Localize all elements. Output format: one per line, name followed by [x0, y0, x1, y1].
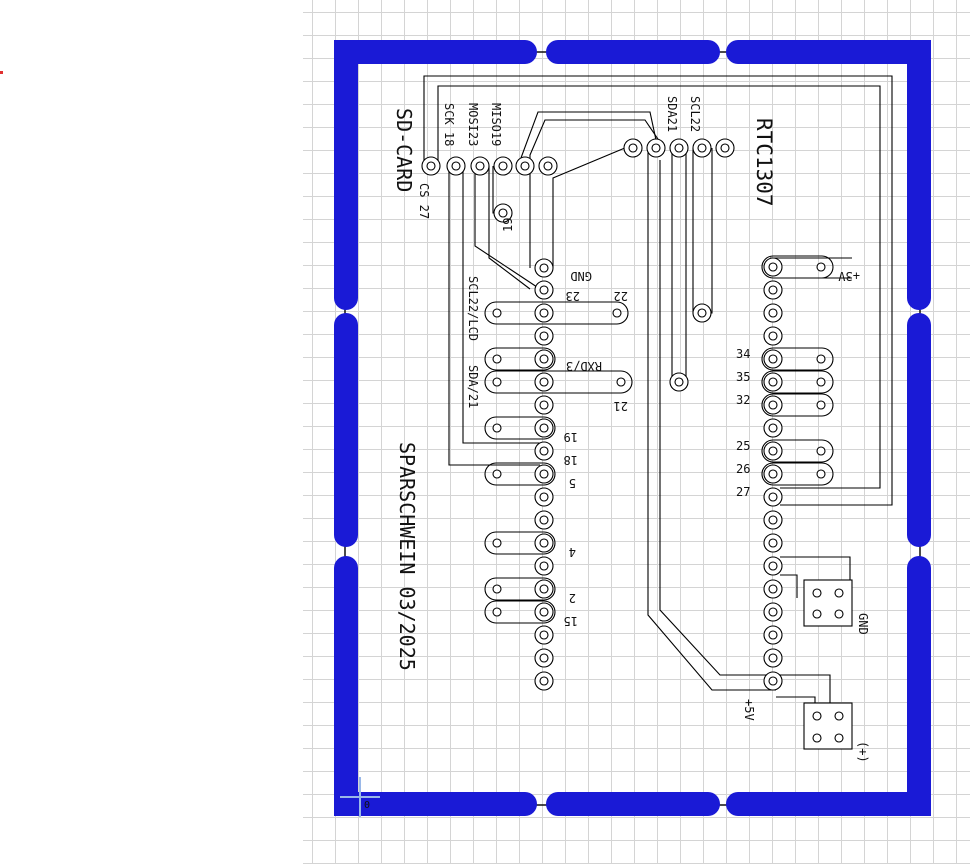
label-plus-connector: (+) [856, 741, 870, 763]
power-connector [803, 702, 853, 750]
sd-card-label: SD-CARD [392, 108, 416, 192]
copper-segment-top-right [726, 40, 931, 310]
copper-segment-bottom-right [726, 556, 931, 816]
label-scl22-lcd: SCL22/LCD [466, 276, 480, 341]
trace-gnd [529, 119, 663, 268]
pin-label-cs27: CS 27 [417, 183, 431, 219]
copper-border [334, 40, 931, 816]
right-header-pads [763, 257, 783, 691]
label-35: 35 [736, 370, 750, 384]
copper-segment-bottom-left [334, 556, 537, 816]
label-plus3v: +3V [838, 269, 860, 283]
connector-blocks [803, 579, 853, 750]
copper-segment-top-left [334, 40, 537, 310]
gnd-connector [803, 579, 853, 627]
right-pad-pairs [761, 255, 834, 486]
label-23: 23 [566, 289, 580, 303]
left-pad-pairs [484, 301, 633, 624]
trace-sda21 [647, 148, 776, 691]
pin-label-scl22: SCL22 [688, 96, 702, 132]
label-25: 25 [736, 439, 750, 453]
label-4: 4 [569, 545, 576, 559]
labels-rotated: 19 23 GND 22 RXD/3 21 19 18 5 4 2 15 +3V… [501, 218, 860, 628]
label-2: 2 [569, 591, 576, 605]
label-27: 27 [736, 485, 750, 499]
pin-label-miso19: MISO19 [489, 103, 503, 146]
sd-card-pads [421, 156, 558, 223]
trace-sck18 [448, 166, 540, 466]
label-19: 19 [564, 430, 578, 444]
label-gnd-connector: GND [856, 613, 870, 635]
pin-label-mosi23: MOSI23 [466, 103, 480, 146]
pin-label-sck18: SCK 18 [442, 103, 456, 146]
pin-label-sda21: SDA21 [665, 96, 679, 132]
label-rxd3: RXD/3 [566, 359, 602, 373]
label-15: 15 [564, 614, 578, 628]
rtc-pads [623, 138, 735, 392]
origin-label: 0 [364, 800, 370, 811]
label-34: 34 [736, 347, 750, 361]
label-21: 21 [614, 399, 628, 413]
board-title: SPARSCHWEIN 03/2025 [395, 442, 419, 671]
left-header-pads [534, 258, 554, 691]
cursor-marker [0, 71, 3, 74]
label-19-top: 19 [501, 218, 515, 232]
rtc-label: RTC1307 [752, 118, 776, 207]
label-26: 26 [736, 462, 750, 476]
label-22: 22 [614, 289, 628, 303]
trace-mosi23 [474, 166, 541, 290]
label-gnd: GND [570, 269, 592, 283]
labels: SD-CARD CS 27 SCK 18 MOSI23 MISO19 RTC13… [392, 96, 870, 763]
label-18: 18 [564, 453, 578, 467]
label-5: 5 [569, 476, 576, 490]
label-32: 32 [736, 393, 750, 407]
origin-crosshair [340, 777, 380, 817]
label-sda21-lcd: SDA/21 [466, 365, 480, 408]
label-plus5v: +5V [742, 699, 756, 721]
